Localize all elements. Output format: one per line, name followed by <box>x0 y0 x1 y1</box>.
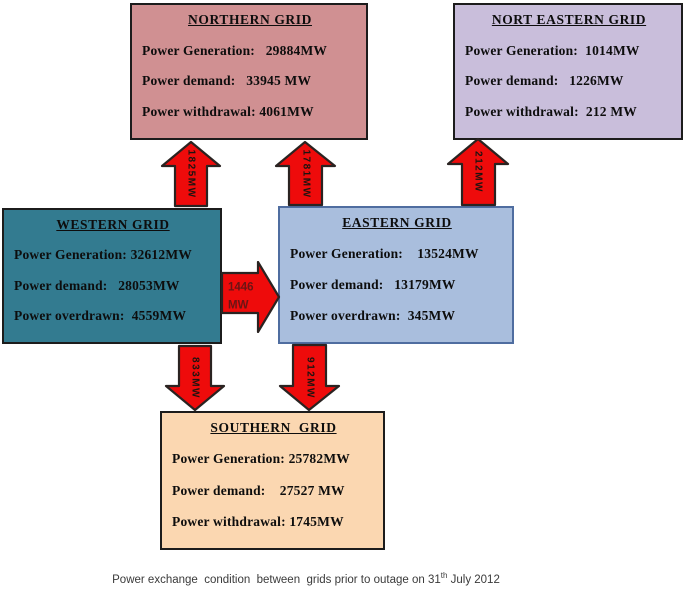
western-generation-line: Power Generation: 32612MW <box>14 247 192 263</box>
down-arrow-icon-eastern-to-southern: 912MW <box>278 343 341 412</box>
northern-generation-line: Power Generation: 29884MW <box>142 42 328 58</box>
southern-withdrawal-line: Power withdrawal: 1745MW <box>172 513 344 529</box>
eastern-generation-line: Power Generation: 13524MW <box>290 246 479 261</box>
up-arrow-icon-eastern-to-northern: 1781MW <box>274 140 337 207</box>
western-demand-line: Power demand: 28053MW <box>14 277 180 293</box>
arrow-value-label: 912MW <box>304 356 315 399</box>
north-eastern-withdrawal-line: Power withdrawal: 212 MW <box>465 103 637 119</box>
eastern-grid-title: EASTERN GRID <box>342 215 452 230</box>
north-eastern-grid-box: NORT EASTERN GRID Power Generation: 1014… <box>453 3 683 140</box>
southern-generation-line: Power Generation: 25782MW <box>172 451 350 467</box>
northern-grid-box: NORTHERN GRID Power Generation: 29884MW … <box>130 3 368 140</box>
caption-superscript: th <box>440 571 448 580</box>
arrow-value-line2: MW <box>228 300 249 312</box>
arrow-value-label: 1825MW <box>185 149 197 199</box>
northern-withdrawal-line: Power withdrawal: 4061MW <box>142 103 314 119</box>
north-eastern-grid-title: NORT EASTERN GRID <box>491 12 647 27</box>
western-grid-box: WESTERN GRID Power Generation: 32612MW P… <box>2 208 222 344</box>
arrow-value-label: 833MW <box>189 357 201 399</box>
eastern-grid-box: EASTERN GRID Power Generation: 13524MW P… <box>278 206 514 344</box>
western-overdrawn-line: Power overdrawn: 4559MW <box>14 307 187 323</box>
northern-grid-title: NORTHERN GRID <box>188 12 312 27</box>
up-arrow-icon-eastern-to-north-eastern: 212MW <box>446 137 510 207</box>
north-eastern-demand-line: Power demand: 1226MW <box>465 73 624 89</box>
up-arrow-icon-western-to-northern: 1825MW <box>160 140 222 208</box>
diagram-caption: Power exchange condition between grids p… <box>0 571 612 586</box>
arrow-value-label: 1781MW <box>300 148 311 199</box>
caption-text: Power exchange condition between grids p… <box>112 573 441 586</box>
southern-grid-box: SOUTHERN GRID Power Generation: 25782MW … <box>160 411 385 550</box>
down-arrow-icon-western-to-southern: 833MW <box>164 344 226 412</box>
arrow-value-line1: 1446 <box>228 281 254 294</box>
southern-grid-title: SOUTHERN GRID <box>210 420 337 435</box>
western-grid-title: WESTERN GRID <box>56 217 170 232</box>
arrow-value-label: 212MW <box>472 151 484 193</box>
northern-demand-line: Power demand: 33945 MW <box>142 73 312 89</box>
southern-demand-line: Power demand: 27527 MW <box>172 482 345 498</box>
eastern-demand-line: Power demand: 13179MW <box>290 277 456 292</box>
caption-suffix: July 2012 <box>447 573 500 586</box>
north-eastern-generation-line: Power Generation: 1014MW <box>465 42 640 58</box>
eastern-overdrawn-line: Power overdrawn: 345MW <box>290 308 456 323</box>
